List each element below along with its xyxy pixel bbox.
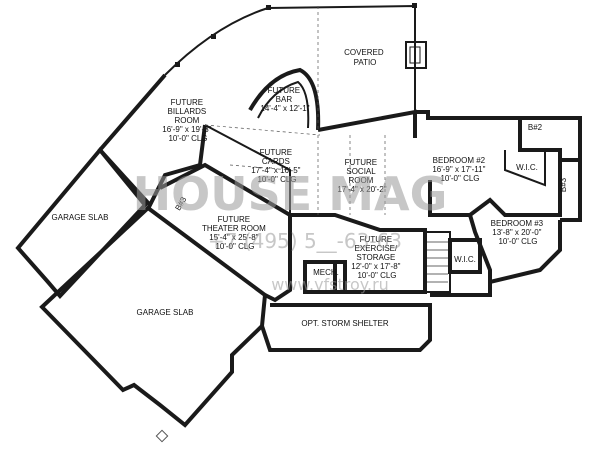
wic-upper-label: W.I.C. xyxy=(516,163,538,172)
mech-wall xyxy=(303,260,347,294)
bedroom2-label: BEDROOM #2 16'-9" x 17'-11" 10'-0" CLG xyxy=(432,156,487,183)
wic-lower-label: W.I.C. xyxy=(454,255,476,264)
wic-upper-wall xyxy=(504,150,546,187)
fireplace xyxy=(405,41,427,69)
future-bar-label: FUTURE BAR 14'-4" x 12'-1" xyxy=(260,86,309,113)
watermark-site: www.vfstroy.ru xyxy=(271,275,389,294)
stair-outline xyxy=(425,231,451,293)
garage-slab-2-wall xyxy=(39,205,268,428)
storm-shelter-label: OPT. STORM SHELTER xyxy=(301,319,388,328)
walls xyxy=(15,4,582,428)
stair-treads xyxy=(427,241,448,283)
garage-slab-2-label: GARAGE SLAB xyxy=(137,308,194,317)
bath3-label: B#3 xyxy=(559,177,568,192)
marker-icon xyxy=(155,429,169,443)
bar-inner xyxy=(257,80,310,129)
right-lower-wall xyxy=(430,282,492,297)
theater-wall xyxy=(159,162,292,303)
social-room-wall xyxy=(317,109,417,138)
covered-patio-label: COVERED PATIO xyxy=(344,48,386,67)
social-room-label: FUTURE SOCIAL ROOM 17'-4" x 20'-2" xyxy=(337,158,386,194)
mech-label: MECH. xyxy=(313,268,339,277)
garage-slab-1-wall xyxy=(15,146,148,299)
bath2-label: B#2 xyxy=(528,123,543,132)
cards-label: FUTURE CARDS 17'-4" x 16'-5" 10'-0" CLG xyxy=(251,148,302,184)
garage-slab-1-label: GARAGE SLAB xyxy=(52,213,109,222)
bedroom2-wall xyxy=(415,110,562,217)
bar-counter xyxy=(248,67,321,131)
theater-label: FUTURE THEATER ROOM 15'-4" x 25'-8" 10'-… xyxy=(202,215,268,251)
exercise-label: FUTURE EXERCISE/ STORAGE 12'-0" x 17'-8"… xyxy=(351,235,402,280)
bath3-wall xyxy=(560,158,582,222)
bath2-wall xyxy=(495,116,582,160)
billiards-outer-wall xyxy=(97,73,207,209)
watermark-phone: +7 (495) 5__-63-63 xyxy=(208,229,402,253)
columns xyxy=(175,3,417,67)
watermark-brand: HOUSE MAG xyxy=(133,167,448,221)
billiards-label: FUTURE BILLARDS ROOM 16'-9" x 19'-3" 10'… xyxy=(162,98,213,143)
ceiling-lines xyxy=(204,6,386,215)
bedroom3-label: BEDROOM #3 13'-8" x 20'-0" 10'-0" CLG xyxy=(491,219,546,246)
storm-shelter-wall xyxy=(260,303,432,352)
